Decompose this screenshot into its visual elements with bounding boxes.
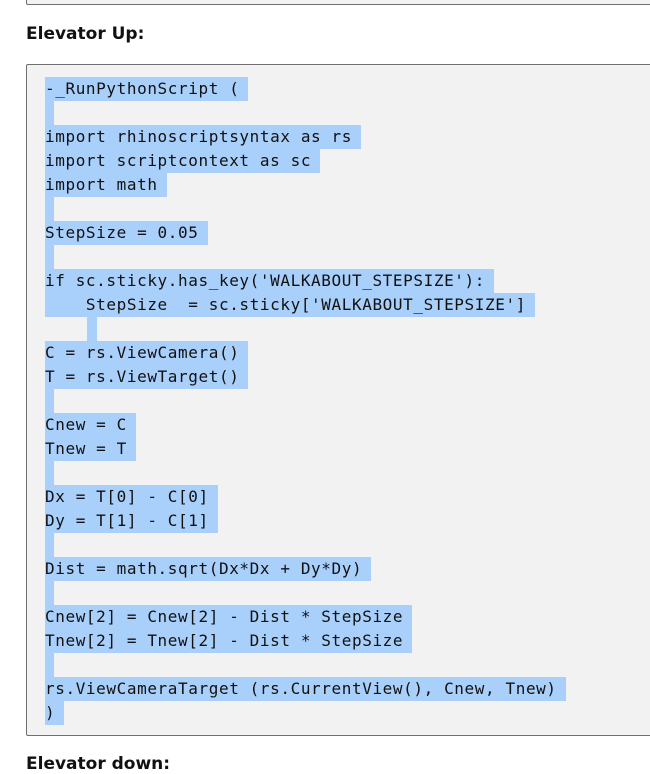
code-line: -_RunPythonScript (: [45, 77, 566, 101]
code-line: StepSize = 0.05: [45, 221, 566, 245]
selected-code-text: Cnew[2] = Cnew[2] - Dist * StepSize: [45, 605, 413, 629]
code-line: [45, 389, 566, 413]
code-line: Tnew = T: [45, 437, 566, 461]
selected-code-text: if sc.sticky.has_key('WALKABOUT_STEPSIZE…: [45, 269, 495, 293]
selected-code-text: import math: [45, 173, 167, 197]
selected-code-text: [45, 101, 54, 125]
code-line: StepSize = sc.sticky['WALKABOUT_STEPSIZE…: [45, 293, 566, 317]
code-line: T = rs.ViewTarget(): [45, 365, 566, 389]
selected-code-text: Dist = math.sqrt(Dx*Dx + Dy*Dy): [45, 557, 372, 581]
code-line: Dist = math.sqrt(Dx*Dx + Dy*Dy): [45, 557, 566, 581]
selected-code-text: Dy = T[1] - C[1]: [45, 509, 218, 533]
selected-code-text: ): [45, 701, 65, 725]
next-section-heading: Elevator down:: [26, 754, 171, 774]
code-line: [45, 581, 566, 605]
selected-code-text: [45, 461, 54, 485]
code-line: ): [45, 701, 566, 725]
selected-code-text: rs.ViewCameraTarget (rs.CurrentView(), C…: [45, 677, 566, 701]
code-line: Cnew = C: [45, 413, 566, 437]
selected-code-text: -_RunPythonScript (: [45, 77, 249, 101]
code-line: import rhinoscriptsyntax as rs: [45, 125, 566, 149]
selected-code-text: [45, 533, 54, 557]
code-line: [45, 317, 566, 341]
code-line: C = rs.ViewCamera(): [45, 341, 566, 365]
selected-code-text: C = rs.ViewCamera(): [45, 341, 249, 365]
selected-code-text: [45, 197, 54, 221]
code-line: Dy = T[1] - C[1]: [45, 509, 566, 533]
code-line: if sc.sticky.has_key('WALKABOUT_STEPSIZE…: [45, 269, 566, 293]
selected-code-text: [87, 317, 97, 341]
selected-code-text: [45, 581, 54, 605]
selected-code-text: [45, 389, 54, 413]
selected-code-text: T = rs.ViewTarget(): [45, 365, 249, 389]
selected-code-text: StepSize = sc.sticky['WALKABOUT_STEPSIZE…: [45, 293, 535, 317]
code-line: [45, 245, 566, 269]
selected-code-text: Tnew[2] = Tnew[2] - Dist * StepSize: [45, 629, 413, 653]
code-line: [45, 101, 566, 125]
code-line: Tnew[2] = Tnew[2] - Dist * StepSize: [45, 629, 566, 653]
code-line: [45, 197, 566, 221]
code-line: [45, 653, 566, 677]
selected-code-text: StepSize = 0.05: [45, 221, 208, 245]
code-line: rs.ViewCameraTarget (rs.CurrentView(), C…: [45, 677, 566, 701]
selected-code-text: import rhinoscriptsyntax as rs: [45, 125, 361, 149]
selected-code-text: [45, 653, 54, 677]
selected-code-text: Cnew = C: [45, 413, 136, 437]
code-line: [45, 533, 566, 557]
code-line: import math: [45, 173, 566, 197]
selected-code-text: Dx = T[0] - C[0]: [45, 485, 218, 509]
code-line: import scriptcontext as sc: [45, 149, 566, 173]
section-heading: Elevator Up:: [26, 24, 145, 44]
selected-code-text: Tnew = T: [45, 437, 136, 461]
code-line: Dx = T[0] - C[0]: [45, 485, 566, 509]
code-line: Cnew[2] = Cnew[2] - Dist * StepSize: [45, 605, 566, 629]
selected-code-text: import scriptcontext as sc: [45, 149, 321, 173]
code-content[interactable]: -_RunPythonScript ( import rhinoscriptsyn…: [45, 77, 566, 725]
code-block[interactable]: -_RunPythonScript ( import rhinoscriptsyn…: [26, 64, 650, 736]
selected-code-text: [45, 245, 54, 269]
code-line: [45, 461, 566, 485]
previous-code-block: [26, 0, 650, 5]
